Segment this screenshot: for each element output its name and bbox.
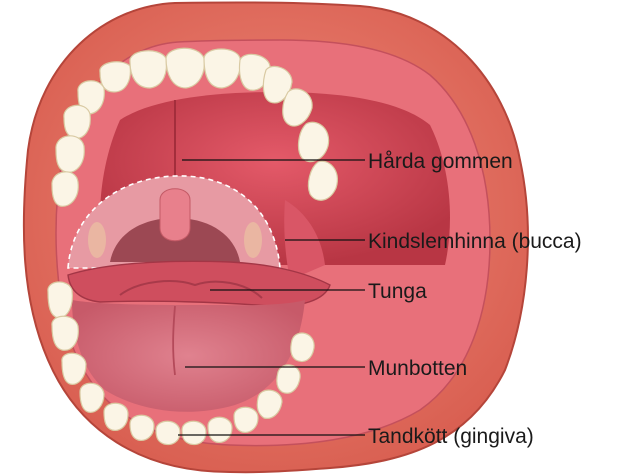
label-buccal-mucosa: Kindslemhinna (bucca) — [368, 230, 582, 253]
uvula — [160, 189, 190, 241]
label-gingiva: Tandkött (gingiva) — [368, 425, 534, 448]
tonsil-right — [244, 222, 262, 258]
label-hard-palate: Hårda gommen — [368, 150, 513, 173]
label-tongue: Tunga — [368, 280, 427, 303]
label-floor-of-mouth: Munbotten — [368, 357, 467, 380]
tonsil-left — [88, 222, 106, 258]
